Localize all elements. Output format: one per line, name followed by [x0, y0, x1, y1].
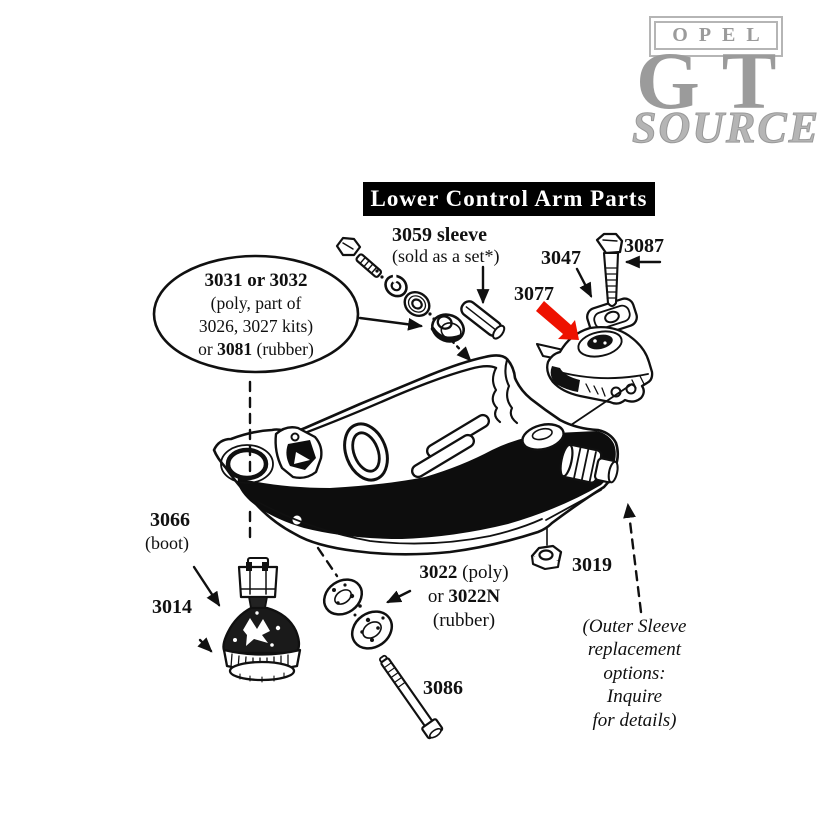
label-3022-line-3: (rubber) [432, 610, 496, 631]
label-3022-block: 3022 (poly) or 3022N (rubber) [408, 561, 520, 633]
oval-line-4: or 3081 (rubber) [198, 339, 314, 359]
label-3047: 3047 [541, 247, 581, 269]
nut-3019-drawing [530, 544, 563, 571]
label-3059-sub: (sold as a set*) [392, 246, 500, 266]
ball-joint-drawing [222, 556, 302, 683]
note-line-3: options: [603, 662, 666, 684]
lock-washer-drawing [384, 273, 408, 298]
gt-logo-text: GT [636, 35, 799, 126]
label-3022-line-1: 3022 (poly) [419, 562, 509, 583]
note-line-2: replacement [587, 639, 682, 661]
leader-arrows [192, 255, 662, 653]
assembly-axis-dotted-arrow [450, 339, 472, 362]
note-line-4: Inquire [606, 686, 663, 708]
outer-sleeve-drawing [559, 443, 619, 484]
opel-logo-text: OPEL [654, 21, 778, 50]
arrow-3014-to-ball-joint [197, 637, 213, 653]
arrow-oval-to-bushing [358, 316, 424, 331]
label-3066: 3066 [150, 509, 190, 531]
dashed-reference-lines [248, 380, 339, 578]
outer-sleeve-note: (Outer Sleeve replacement options: Inqui… [562, 615, 707, 732]
oval-line-3: 3026, 3027 kits) [198, 316, 314, 336]
opel-logo-box: OPEL [649, 16, 783, 57]
oval-line-1: 3031 or 3032 [204, 270, 308, 291]
engine-mount-drawing [535, 325, 654, 405]
long-bolt-3086-drawing [379, 654, 444, 740]
label-3022-line-2: or 3022N [427, 586, 501, 607]
oval-line-2: (poly, part of [210, 293, 302, 313]
label-3059-sleeve: 3059 sleeve [392, 224, 487, 246]
label-3014: 3014 [152, 596, 192, 618]
label-3077: 3077 [514, 283, 554, 305]
note-line-1: (Outer Sleeve [582, 616, 687, 637]
source-logo-text: SOURCE [631, 103, 821, 152]
title-banner: Lower Control Arm Parts [363, 182, 655, 216]
label-3086: 3086 [423, 677, 463, 699]
label-3066-sub: (boot) [145, 533, 189, 553]
pivot-bushing-drawing [430, 313, 465, 343]
sleeve-drawing [460, 300, 506, 340]
arrow-3022-to-bushing [386, 589, 412, 604]
pivot-bolt-drawing [335, 236, 384, 279]
note-line-5: for details) [592, 709, 677, 731]
oval-callout-text: 3031 or 3032 (poly, part of 3026, 3027 k… [156, 269, 356, 361]
label-3019: 3019 [572, 554, 612, 576]
label-3087: 3087 [624, 235, 664, 257]
long-bolt-3087-drawing [595, 232, 624, 308]
highlight-arrow-3077 [536, 301, 579, 340]
arrow-3047-to-plate [575, 267, 593, 298]
control-arm-drawing [212, 354, 620, 556]
arrow-3066-to-ball-joint [192, 565, 221, 607]
dashed-arrow-outer-sleeve [623, 502, 643, 614]
spool-bushing-3022-drawing [322, 578, 394, 650]
flat-washer-drawing [403, 291, 431, 317]
oval-callout-outline [152, 254, 360, 374]
